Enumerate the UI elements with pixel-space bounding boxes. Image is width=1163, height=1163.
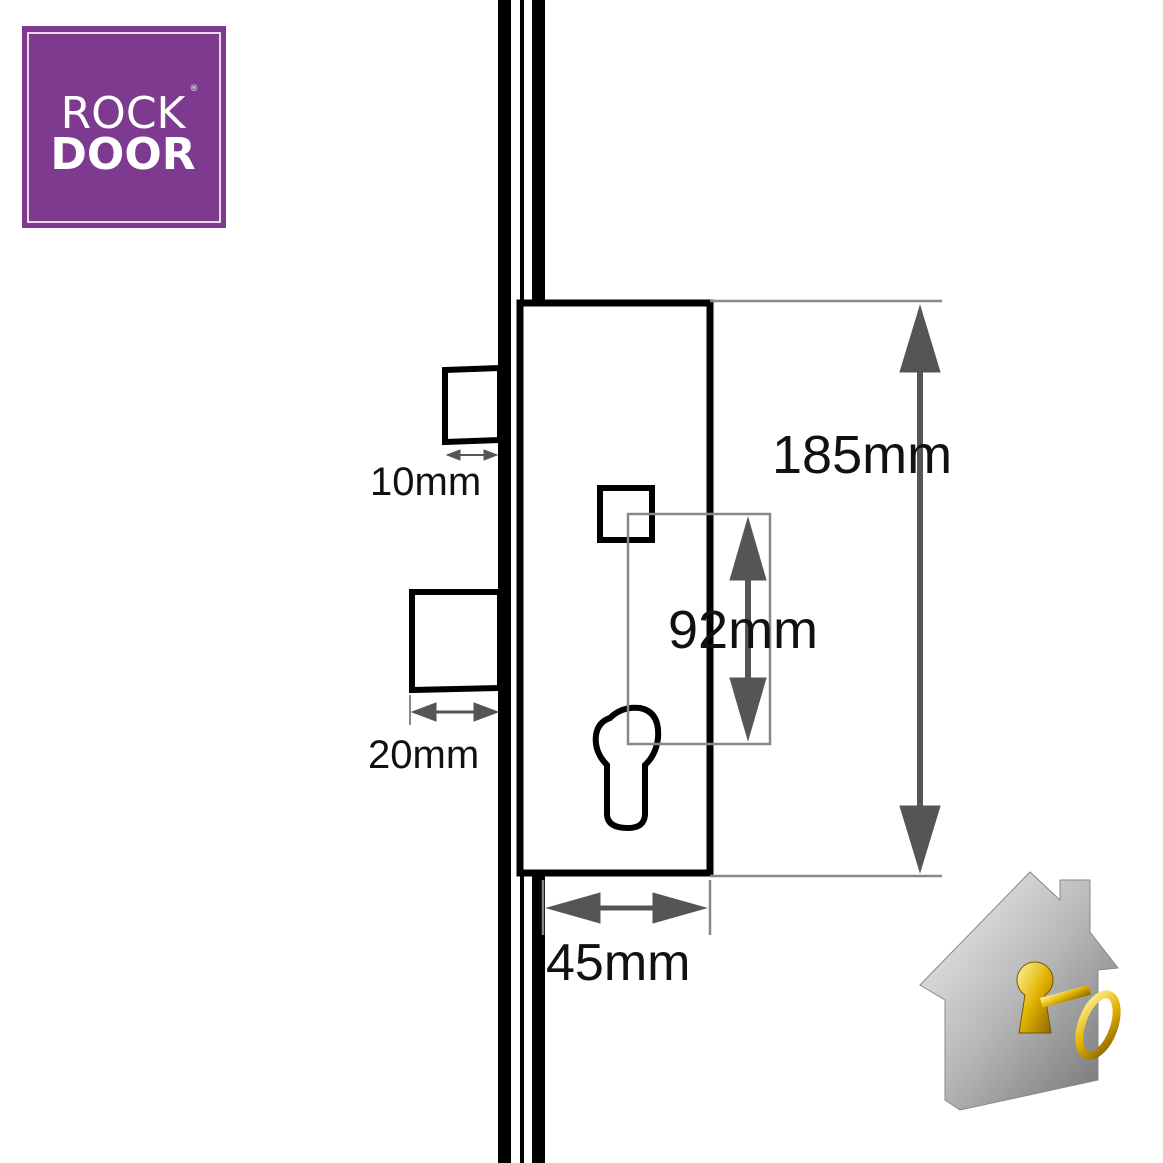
logo-text-door: DOOR (50, 129, 195, 180)
logo-border (27, 32, 221, 223)
deadbolt (409, 589, 503, 694)
centres-label: 92mm (668, 600, 818, 660)
euro-cylinder-hole (592, 704, 662, 832)
logo-background (22, 26, 226, 228)
house-key-icon (919, 871, 1121, 1111)
logo-registered: ® (190, 84, 199, 94)
extension-lines (541, 299, 942, 935)
deadbolt-throw-label: 20mm (368, 733, 479, 777)
dimension-arrows (409, 304, 941, 924)
backset-label: 45mm (546, 934, 690, 992)
faceplate (498, 0, 545, 1163)
spindle-hole (597, 485, 655, 543)
latch-throw-label: 10mm (370, 460, 481, 504)
height-label: 185mm (772, 425, 952, 485)
latch-bolt (442, 364, 503, 446)
rockdoor-logo: ROCK DOOR ® (22, 26, 226, 228)
logo-text-rock: ROCK (61, 88, 187, 139)
